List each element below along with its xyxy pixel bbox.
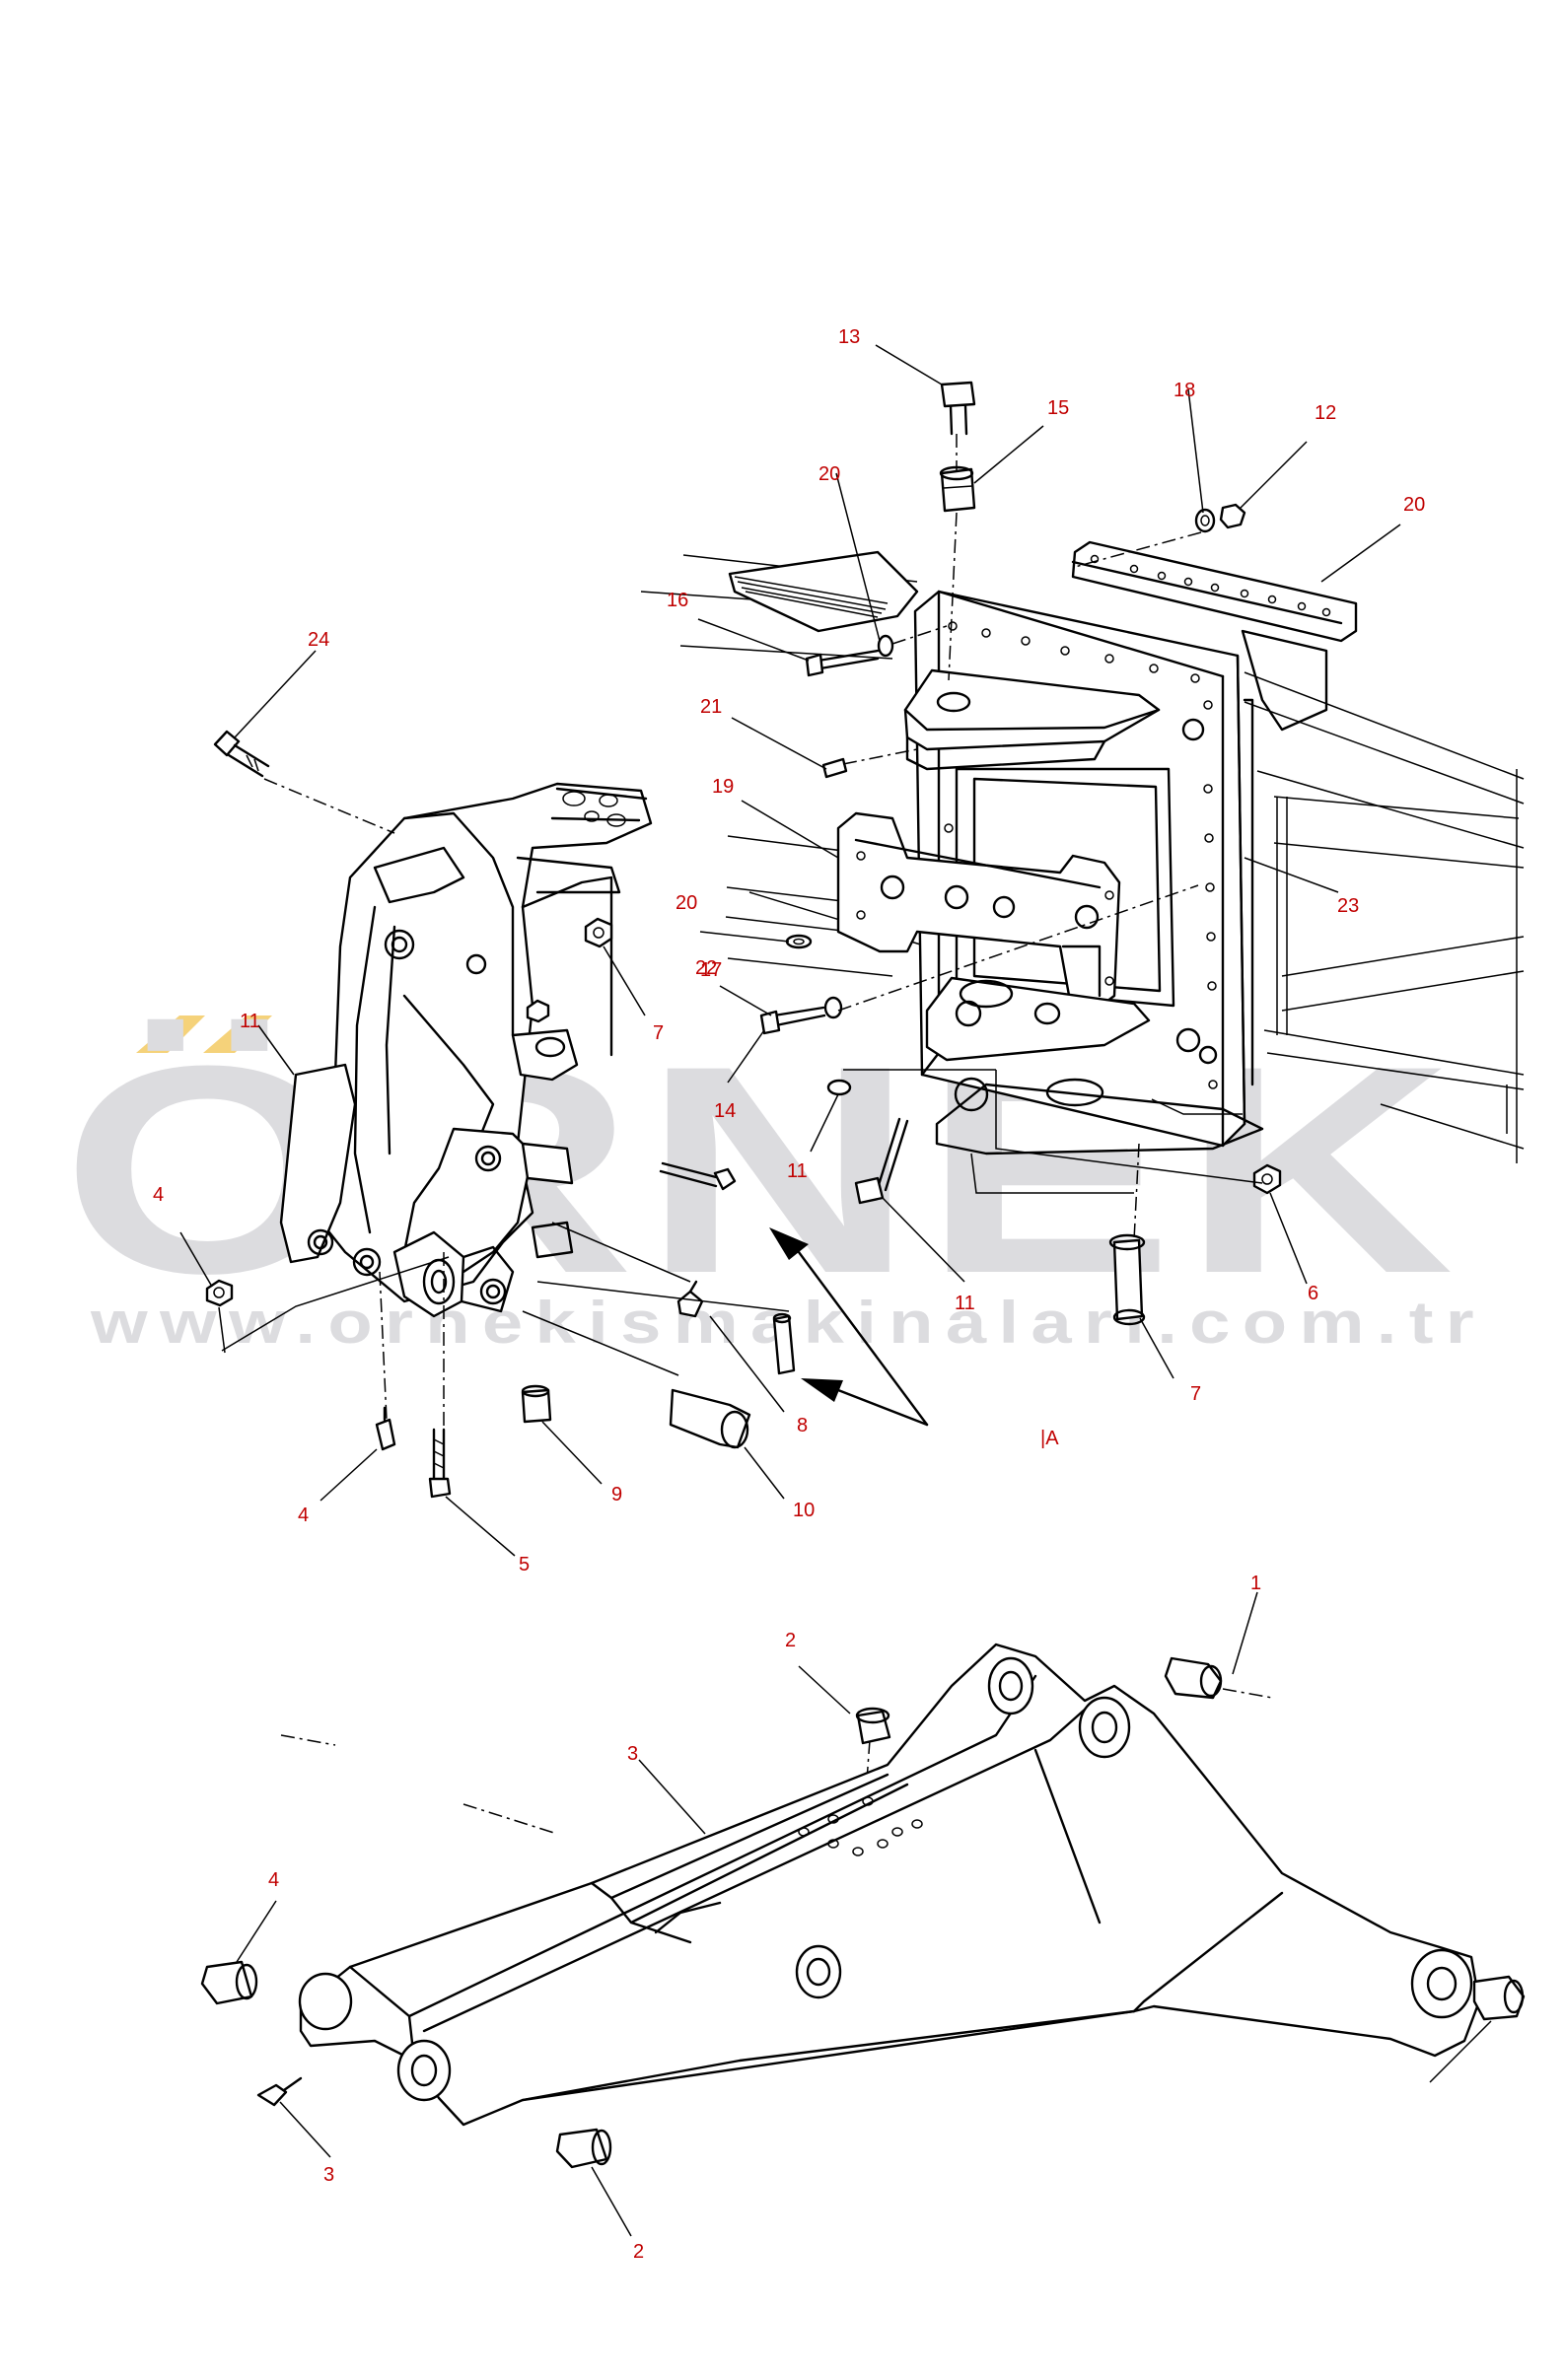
- callout-15: 15: [1047, 397, 1069, 419]
- callout-leaders: [179, 344, 1492, 2237]
- callout-11: 4: [153, 1184, 164, 1206]
- callout-22: 14: [714, 1100, 736, 1122]
- group-leaders: [218, 1069, 1263, 1376]
- watermark-umlaut-accents: [136, 1015, 272, 1053]
- locking-strip: [1071, 540, 1358, 732]
- boom-arm: [298, 1643, 1481, 2127]
- callout-6: 11: [240, 1011, 260, 1032]
- callout-11: 6: [1308, 1283, 1318, 1304]
- callout-3: 4: [268, 1869, 279, 1891]
- callout-20: 17: [700, 959, 722, 981]
- callout-9: 10: [793, 1500, 815, 1521]
- callout-20: 18: [1174, 380, 1195, 401]
- fasteners: [205, 730, 796, 1499]
- link-bracket: [836, 811, 1121, 1013]
- callout-18: 12: [1315, 402, 1336, 424]
- callout-12: 20: [1403, 494, 1425, 516]
- callout-13: 13: [838, 326, 860, 348]
- callout-19: 23: [1337, 895, 1359, 917]
- callout-14: 11: [787, 1160, 808, 1182]
- callout-20: 22: [695, 957, 717, 979]
- callout-4: 8: [797, 1415, 808, 1436]
- swing-post-casting: [279, 782, 653, 1305]
- callout-10: 5: [519, 1554, 530, 1575]
- pivot-pin-assembly: [392, 1230, 515, 1318]
- callout-24: 7: [1190, 1383, 1201, 1405]
- right-fasteners: [759, 381, 1282, 1326]
- callout-1: 3: [627, 1743, 638, 1765]
- callout-17: 16: [667, 590, 688, 611]
- callout-21: 19: [712, 776, 734, 798]
- view-marker-label: |A: [1040, 1428, 1059, 1449]
- assembly-center-lines: [263, 434, 1490, 1988]
- callout-11: 7: [653, 1022, 664, 1044]
- callout-8: 9: [611, 1484, 622, 1505]
- callout-4: 4: [298, 1505, 309, 1526]
- view-arrows: [769, 1227, 929, 1427]
- callout-23: 20: [676, 892, 697, 914]
- callout-7: 11: [955, 1293, 975, 1314]
- callout-labels: 13 15 20 18 12 20 17 16 21 19 23 20 22 1…: [153, 326, 1425, 2263]
- callout-4: 3: [323, 2164, 334, 2186]
- callout-7: 24: [308, 629, 329, 651]
- lower-hinge-bracket: [925, 976, 1264, 1155]
- upper-hinge-bracket: [903, 668, 1161, 771]
- callout-20: 20: [818, 463, 840, 485]
- callout-5: 2: [785, 1630, 796, 1651]
- callout-16: 21: [700, 696, 722, 718]
- callout-2: 1: [1250, 1573, 1261, 1594]
- callout-3: 2: [633, 2241, 644, 2263]
- boom-bushings: [200, 1656, 1526, 2169]
- upper-plate-fragment: [728, 550, 919, 633]
